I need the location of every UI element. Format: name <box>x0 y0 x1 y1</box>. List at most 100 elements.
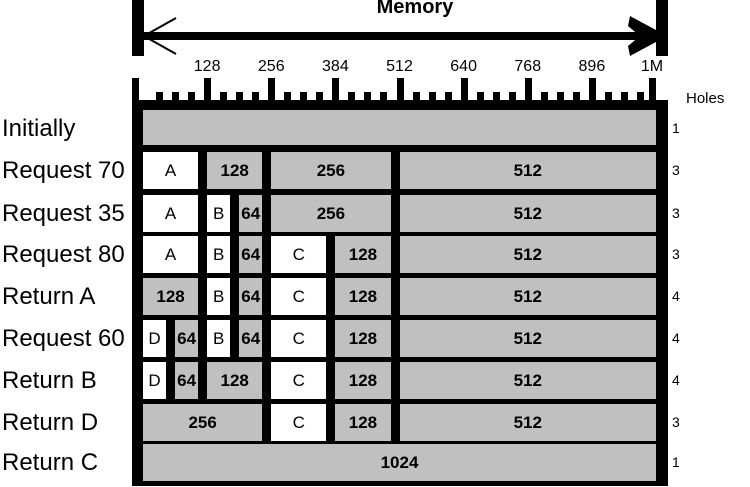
minor-tick <box>476 92 484 100</box>
hole-count: 4 <box>672 288 680 304</box>
allocated-block: C <box>271 320 327 357</box>
free-block: 512 <box>399 278 656 315</box>
minor-tick <box>300 92 308 100</box>
free-block <box>143 110 656 145</box>
allocated-block: C <box>271 404 327 441</box>
hole-count: 3 <box>672 205 680 221</box>
axis-label: 256 <box>257 58 285 75</box>
minor-tick <box>348 92 356 100</box>
major-tick <box>588 78 596 100</box>
major-tick <box>332 78 340 100</box>
allocated-block: D <box>143 320 167 357</box>
major-tick <box>396 78 404 100</box>
minor-tick <box>316 92 324 100</box>
major-tick <box>524 78 532 100</box>
memory-range-arrow <box>144 32 656 40</box>
minor-tick <box>444 92 452 100</box>
major-tick <box>460 78 468 100</box>
memory-start-bar <box>132 0 144 56</box>
minor-tick <box>412 92 420 100</box>
axis-label: 896 <box>578 58 606 75</box>
free-block: 512 <box>399 404 656 441</box>
axis-label: 640 <box>450 58 477 75</box>
allocated-block: B <box>207 195 231 232</box>
hole-count: 3 <box>672 246 680 262</box>
minor-tick <box>428 92 436 100</box>
row-label: Return B <box>2 367 97 394</box>
minor-tick <box>220 92 228 100</box>
row-label: Return C <box>2 449 99 476</box>
free-block: 512 <box>399 362 656 399</box>
minor-tick <box>364 92 372 100</box>
free-block: 256 <box>143 404 263 441</box>
free-block: 256 <box>271 195 391 232</box>
allocated-block: C <box>271 362 327 399</box>
row-label: Return D <box>2 409 99 436</box>
allocated-block: A <box>143 195 199 232</box>
minor-tick <box>572 92 580 100</box>
free-block: 64 <box>175 320 199 357</box>
minor-tick <box>508 92 516 100</box>
minor-tick <box>188 92 196 100</box>
free-block: 64 <box>239 236 263 273</box>
free-block: 128 <box>335 236 391 273</box>
minor-tick <box>236 92 244 100</box>
hole-count: 3 <box>672 414 680 430</box>
row-label: Request 80 <box>2 241 125 268</box>
hole-count: 1 <box>672 120 680 136</box>
free-block: 128 <box>335 278 391 315</box>
minor-tick <box>556 92 564 100</box>
axis-label: 128 <box>193 58 221 75</box>
memory-end-bar <box>656 0 668 56</box>
row-label: Request 60 <box>2 325 125 352</box>
row-label: Request 35 <box>2 200 125 227</box>
axis-label: 512 <box>386 58 413 75</box>
minor-tick <box>380 92 388 100</box>
free-block: 128 <box>143 278 199 315</box>
free-block: 1024 <box>143 444 656 481</box>
axis-label: 768 <box>514 58 542 75</box>
axis-label: 384 <box>322 58 349 75</box>
major-tick <box>132 78 139 100</box>
minor-tick <box>172 92 180 100</box>
free-block: 64 <box>175 362 199 399</box>
row-label: Return A <box>2 283 96 310</box>
allocated-block: C <box>271 278 327 315</box>
free-block: 512 <box>399 152 656 189</box>
free-block: 512 <box>399 236 656 273</box>
minor-tick <box>636 92 644 100</box>
free-block: 256 <box>271 152 391 189</box>
allocated-block: A <box>143 236 199 273</box>
hole-count: 3 <box>672 162 680 178</box>
allocated-block: B <box>207 278 231 315</box>
hole-count: 4 <box>672 372 680 388</box>
free-block: 64 <box>239 278 263 315</box>
free-block: 128 <box>207 362 263 399</box>
major-tick <box>204 78 212 100</box>
free-block: 128 <box>335 320 391 357</box>
minor-tick <box>540 92 548 100</box>
minor-tick <box>604 92 612 100</box>
holes-header: Holes <box>686 90 725 107</box>
allocated-block: B <box>207 236 231 273</box>
hole-count: 1 <box>672 454 680 470</box>
minor-tick <box>284 92 292 100</box>
allocated-block: A <box>143 152 199 189</box>
memory-title: Memory <box>376 0 454 18</box>
free-block: 512 <box>399 320 656 357</box>
minor-tick <box>156 92 164 100</box>
major-tick <box>649 78 656 100</box>
minor-tick <box>492 92 500 100</box>
free-block: 128 <box>335 404 391 441</box>
free-block: 128 <box>335 362 391 399</box>
row-label: Request 70 <box>2 157 125 184</box>
major-tick <box>268 78 276 100</box>
free-block: 64 <box>239 320 263 357</box>
row-label: Initially <box>2 115 76 142</box>
free-block: 128 <box>207 152 263 189</box>
hole-count: 4 <box>672 330 680 346</box>
allocated-block: D <box>143 362 167 399</box>
axis-label: 1M <box>640 58 664 75</box>
allocated-block: C <box>271 236 327 273</box>
free-block: 64 <box>239 195 263 232</box>
